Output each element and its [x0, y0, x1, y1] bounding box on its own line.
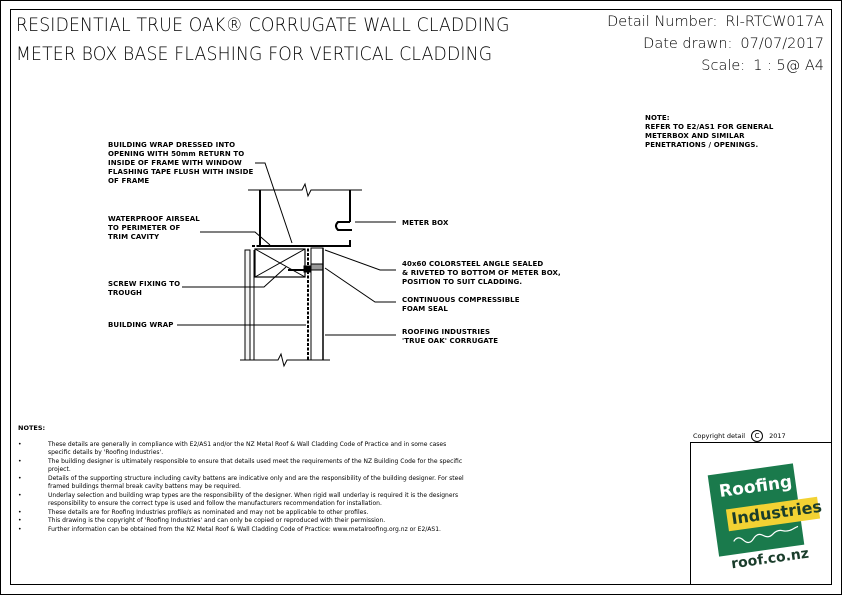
wall-lining [244, 249, 251, 361]
drawing-title-line-2: METER BOX BASE FLASHING FOR VERTICAL CLA… [16, 44, 493, 65]
note-text: The building designer is ultimately resp… [48, 457, 463, 474]
bullet-icon: • [18, 440, 22, 448]
trim-frame-cross-2 [254, 248, 306, 278]
bullet-icon: • [18, 474, 22, 482]
note-text: These details are generally in complianc… [48, 440, 447, 457]
copyright-icon: C [751, 430, 764, 442]
callout-cladding: ROOFING INDUSTRIES 'TRUE OAK' CORRUGATE [402, 328, 499, 345]
callout-foam-seal: CONTINUOUS COMPRESSIBLE FOAM SEAL [402, 296, 520, 313]
drawing-title-line-1: RESIDENTIAL TRUE OAK® CORRUGATE WALL CLA… [16, 15, 510, 36]
copyright-year: 2017 [769, 432, 786, 440]
callout-screw-fixing: SCREW FIXING TO TROUGH [108, 280, 181, 297]
detail-number-value: RI-RTCW017A [725, 14, 824, 30]
date-drawn-label: Date drawn: [643, 36, 733, 52]
bottom-break-line [240, 352, 330, 368]
date-drawn-value: 07/07/2017 [740, 36, 824, 52]
roofing-industries-logo: Roofing Industries roof.co.nz [707, 463, 823, 573]
note-text: Further information can be obtained from… [48, 526, 441, 534]
angle-flashing [303, 265, 312, 273]
notes-section: NOTES: • These details are generally in c… [18, 424, 468, 535]
note-item: • The building designer is ultimately res… [18, 458, 468, 475]
meter-box-outline [259, 190, 351, 247]
note-text: These details are for Roofing Industries… [48, 508, 369, 516]
date-drawn-row: Date drawn: 07/07/2017 [643, 36, 824, 52]
leader-building-wrap-dressed [255, 162, 293, 244]
logo-panel: Roofing Industries roof.co.nz [690, 442, 831, 585]
detail-number-row: Detail Number: RI-RTCW017A [607, 14, 824, 30]
callout-meter-box: METER BOX [402, 219, 449, 227]
foam-seal [310, 263, 324, 271]
logo-wave-icon [733, 525, 799, 544]
bullet-icon: • [18, 526, 22, 534]
meter-box-top-line [248, 182, 362, 198]
sheet-inner-border [10, 9, 832, 585]
bullet-icon: • [18, 508, 22, 516]
scale-value: 1 : 5@ A4 [753, 58, 824, 74]
notes-heading: NOTES: [18, 424, 46, 432]
callout-building-wrap-dressed: BUILDING WRAP DRESSED INTO OPENING WITH … [108, 141, 254, 185]
scale-label: Scale: [701, 58, 746, 74]
scale-row: Scale: 1 : 5@ A4 [701, 58, 824, 74]
bullet-icon: • [18, 457, 22, 465]
note-item: • These details are for Roofing Industrie… [18, 509, 468, 518]
note-text: This drawing is the copyright of 'Roofin… [48, 517, 386, 525]
callout-waterproof-airseal: WATERPROOF AIRSEAL TO PERIMETER OF TRIM … [108, 215, 200, 241]
note-text: Underlay selection and building wrap typ… [48, 491, 459, 508]
building-wrap-line [252, 245, 309, 360]
trim-frame [254, 248, 306, 278]
callout-building-wrap: BUILDING WRAP [108, 321, 174, 329]
bullet-icon: • [18, 491, 22, 499]
callout-colorsteel-angle: 40x60 COLORSTEEL ANGLE SEALED & RIVETED … [402, 260, 561, 286]
note-item: • This drawing is the copyright of 'Roofi… [18, 517, 468, 526]
bullet-icon: • [18, 517, 22, 525]
note-item: • These details are generally in complian… [18, 441, 468, 458]
copyright-line: Copyright detail C 2017 [693, 430, 786, 442]
leader-screw-fixing [182, 266, 287, 288]
note-text: Details of the supporting structure incl… [48, 474, 464, 491]
meter-box-lip [335, 221, 352, 231]
detail-number-label: Detail Number: [607, 14, 718, 30]
copyright-label: Copyright detail [693, 432, 746, 440]
leader-waterproof-airseal [200, 231, 271, 246]
general-note: NOTE: REFER TO E2/AS1 FOR GENERAL METERB… [645, 114, 774, 149]
note-item: • Underlay selection and building wrap ty… [18, 492, 468, 509]
leader-angle [324, 249, 396, 271]
note-item: • Further information can be obtained fro… [18, 526, 468, 535]
note-item: • Details of the supporting structure inc… [18, 475, 468, 492]
leader-foam-seal [324, 267, 396, 303]
